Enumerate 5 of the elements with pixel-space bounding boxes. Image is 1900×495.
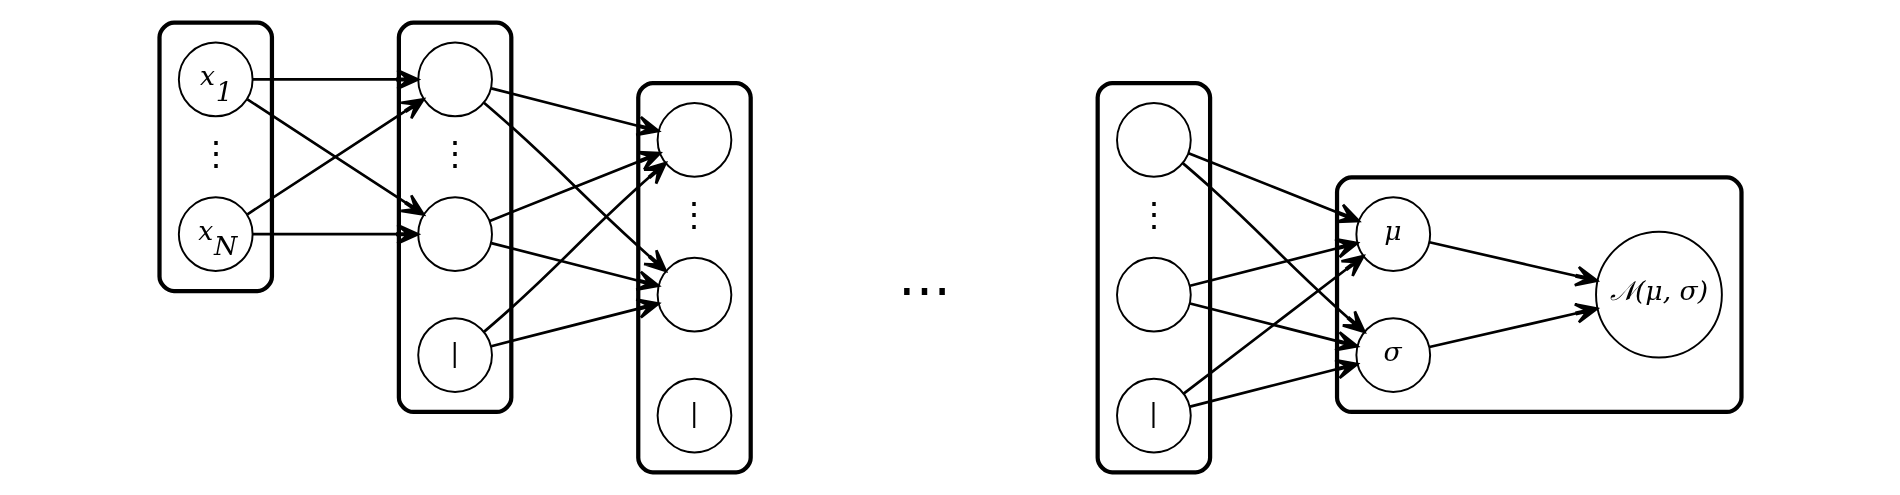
label: ⋮ — [437, 134, 472, 174]
label: ⋮ — [198, 134, 233, 174]
label: ⋮ — [676, 194, 711, 234]
label: ⋯ — [897, 259, 951, 322]
label: ⋮ — [1136, 194, 1171, 234]
